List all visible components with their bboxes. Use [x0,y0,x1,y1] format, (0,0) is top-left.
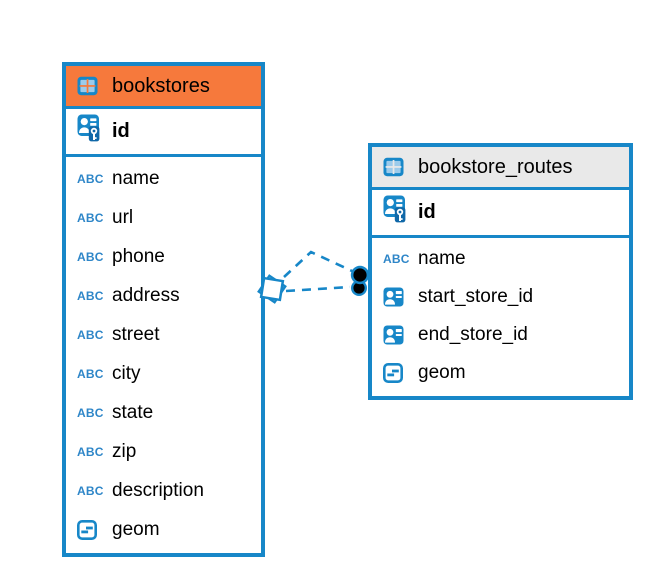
text-type-icon: ABC [383,252,410,266]
table-bookstores[interactable]: bookstores id ABC name ABC ur [62,62,265,557]
column-row-zip[interactable]: ABC zip [66,432,261,471]
column-name: name [418,248,466,269]
column-name: id [112,120,130,142]
column-list: ABC name start_store_id [372,238,629,396]
text-type-icon: ABC [77,171,104,186]
table-title: bookstores [112,74,210,97]
column-name: geom [112,518,160,540]
column-row-id[interactable]: id [66,109,261,157]
column-row-city[interactable]: ABC city [66,354,261,393]
column-row-name[interactable]: ABC name [372,240,629,278]
column-name: street [112,323,160,345]
table-bookstores-header[interactable]: bookstores [66,66,261,109]
column-name: phone [112,245,165,267]
geometry-type-icon [77,519,103,540]
geometry-type-icon [383,363,409,383]
column-name: geom [418,362,466,383]
column-row-geom[interactable]: geom [372,354,629,392]
text-type-icon: ABC [77,327,104,342]
column-row-name[interactable]: ABC name [66,159,261,198]
column-row-state[interactable]: ABC state [66,393,261,432]
column-list: ABC name ABC url ABC phone ABC address A… [66,157,261,553]
relationship-line-lower[interactable] [285,285,351,293]
text-type-icon: ABC [77,249,104,264]
reference-type-icon [383,325,409,345]
column-name: name [112,167,160,189]
text-type-icon: ABC [77,444,104,459]
column-name: end_store_id [418,324,528,345]
column-name: address [112,284,180,306]
column-row-end-store-id[interactable]: end_store_id [372,316,629,354]
reference-type-icon [383,287,409,307]
text-type-icon: ABC [77,366,104,381]
column-name: url [112,206,134,228]
column-row-geom[interactable]: geom [66,510,261,549]
table-icon [77,76,103,96]
column-row-start-store-id[interactable]: start_store_id [372,278,629,316]
table-bookstore-routes-header[interactable]: bookstore_routes [372,147,629,190]
column-row-url[interactable]: ABC url [66,198,261,237]
column-name: city [112,362,141,384]
primary-key-icon [383,185,409,240]
column-name: zip [112,440,137,462]
text-type-icon: ABC [77,405,104,420]
column-row-address[interactable]: ABC address [66,276,261,315]
column-name: id [418,201,436,223]
column-row-phone[interactable]: ABC phone [66,237,261,276]
table-icon [383,157,409,177]
relationship-line-upper[interactable] [283,250,353,278]
text-type-icon: ABC [77,483,104,498]
text-type-icon: ABC [77,288,104,303]
column-row-description[interactable]: ABC description [66,471,261,510]
table-title: bookstore_routes [418,155,573,178]
text-type-icon: ABC [77,210,104,225]
relationship-dot-endpoints [350,265,370,296]
primary-key-icon [77,104,103,159]
column-name: description [112,479,204,501]
column-row-id[interactable]: id [372,190,629,238]
table-bookstore-routes[interactable]: bookstore_routes id ABC name [368,143,633,400]
column-row-street[interactable]: ABC street [66,315,261,354]
column-name: start_store_id [418,286,534,307]
column-name: state [112,401,154,423]
